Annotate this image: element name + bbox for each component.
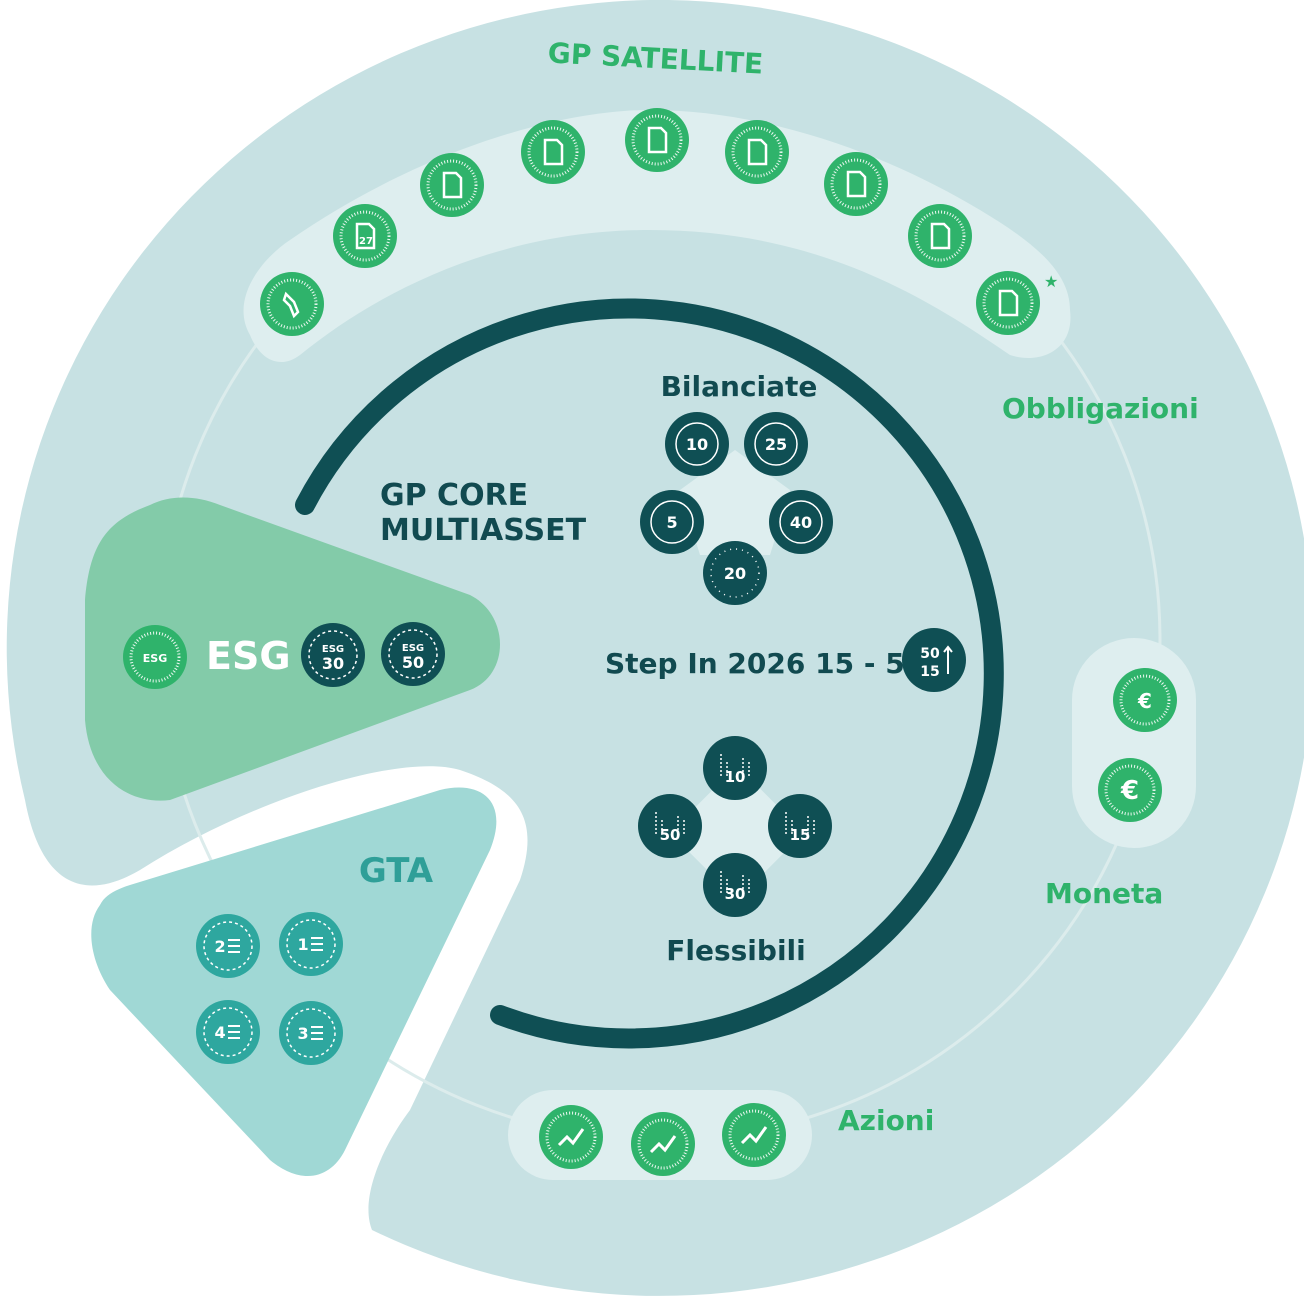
esg-icon[interactable]: ESG [123,625,187,689]
step-in-badge[interactable]: 50 15 [902,628,966,692]
svg-text:★: ★ [1044,272,1058,291]
core-title-line1: GP CORE [380,478,528,513]
gta-label: GTA [359,851,434,891]
obbligazioni-doc-number: 27 [359,236,373,247]
bilanciate-20-badge[interactable]: 20 [703,541,767,605]
flessibili-diamond [677,772,797,893]
esg-sector [85,497,500,801]
svg-text:ESG: ESG [322,644,344,655]
svg-text:50: 50 [660,826,681,844]
svg-text:4: 4 [214,1023,225,1042]
trend-up-icon[interactable] [539,1105,603,1169]
core-arc [295,298,1004,1049]
esg-50-badge[interactable]: ESG 50 [381,622,445,686]
svg-text:20: 20 [724,564,746,583]
svg-text:10: 10 [686,435,708,454]
gta-line-4[interactable]: 4 [196,1000,260,1064]
flessibili-10-badge[interactable]: 10 [703,736,767,800]
bilanciate-label: Bilanciate [661,370,818,403]
document-star-icon[interactable]: ★ [976,271,1058,335]
svg-text:ESG: ESG [143,652,167,665]
svg-text:5: 5 [666,513,677,532]
svg-text:50: 50 [920,646,940,662]
bilanciate-pentagon [680,450,790,555]
step-in-label: Step In 2026 15 - 50 [605,647,924,680]
gta-line-2[interactable]: 2 [196,914,260,978]
bilanciate-40-badge[interactable]: 40 [769,490,833,554]
trend-up-icon[interactable] [722,1103,786,1167]
bilanciate-25-badge[interactable]: 25 [744,412,808,476]
obbligazioni-icons: 27 ★ [260,108,1058,336]
svg-text:25: 25 [765,435,787,454]
flessibili-50-badge[interactable]: 50 [638,794,702,858]
svg-text:2: 2 [214,937,225,956]
euro-icon[interactable]: € [1098,758,1162,822]
flessibili-15-badge[interactable]: 15 [768,794,832,858]
obbligazioni-label: Obbligazioni [1002,392,1199,425]
svg-text:15: 15 [920,664,939,680]
document-icon[interactable] [521,120,585,184]
svg-text:10: 10 [725,768,746,786]
gta-line-1[interactable]: 1 [279,912,343,976]
svg-text:30: 30 [725,885,746,903]
svg-text:40: 40 [790,513,812,532]
svg-text:30: 30 [322,654,344,673]
svg-text:€: € [1120,776,1139,806]
trend-up-icon[interactable] [631,1112,695,1176]
esg-label: ESG [206,634,291,678]
svg-text:50: 50 [402,653,424,672]
italy-map-icon[interactable] [260,272,324,336]
document-icon[interactable] [908,204,972,268]
azioni-label: Azioni [838,1104,934,1137]
flessibili-30-badge[interactable]: 30 [703,853,767,917]
italy-euro-icon[interactable]: € [1113,668,1177,732]
gta-line-3[interactable]: 3 [279,1001,343,1065]
document-icon[interactable]: 27 [333,204,397,268]
document-icon[interactable] [824,152,888,216]
svg-text:€: € [1137,689,1152,713]
svg-text:3: 3 [297,1024,308,1043]
svg-text:15: 15 [790,826,811,844]
esg-30-badge[interactable]: ESG 30 [301,623,365,687]
svg-text:ESG: ESG [402,643,424,654]
bilanciate-5-badge[interactable]: 5 [640,490,704,554]
gta-sector [91,787,497,1177]
bilanciate-10-badge[interactable]: 10 [665,412,729,476]
moneta-label: Moneta [1045,877,1163,910]
document-icon[interactable] [420,153,484,217]
svg-text:1: 1 [297,935,308,954]
flessibili-label: Flessibili [666,934,805,967]
document-icon[interactable] [625,108,689,172]
core-title-line2: MULTIASSET [380,513,587,548]
document-icon[interactable] [725,120,789,184]
